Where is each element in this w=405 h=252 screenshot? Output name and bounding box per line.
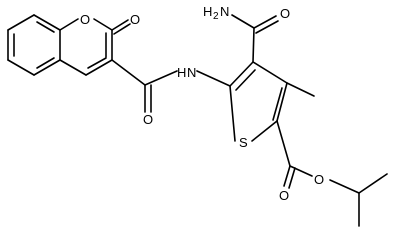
atom-labels: O O N H O H 2 N O S O O — [80, 4, 324, 203]
bond — [272, 87, 283, 121]
carbamoyl-h-subscript-label: 2 — [213, 11, 219, 22]
bond — [93, 18, 113, 31]
ester-carbonyl-oxygen-label: O — [279, 188, 289, 203]
bond — [196, 70, 231, 87]
bond — [111, 19, 129, 31]
bonds — [7, 14, 388, 227]
bond — [329, 179, 360, 194]
bond — [253, 15, 277, 29]
thiophene-sulfur-label: S — [239, 135, 248, 150]
carbamoyl-oxygen-label: O — [280, 6, 290, 21]
bond — [87, 57, 107, 69]
bond — [7, 14, 35, 31]
bond — [36, 21, 55, 33]
bond — [358, 173, 388, 194]
bond — [252, 27, 255, 63]
bond — [251, 120, 278, 142]
carbamoyl-nitrogen-label: N — [220, 4, 229, 19]
carbamoyl-h-label: H — [203, 4, 212, 19]
bond — [113, 23, 131, 35]
bond — [7, 59, 35, 76]
bond — [85, 59, 113, 76]
bond — [283, 165, 291, 187]
bond — [235, 69, 256, 91]
bond — [59, 59, 87, 76]
amide-nitrogen-label: N — [187, 65, 196, 80]
bond — [144, 70, 178, 86]
bond — [231, 14, 255, 29]
amide-carbonyl-oxygen-label: O — [143, 112, 153, 127]
bond — [36, 57, 55, 69]
ring-oxygen-label: O — [80, 12, 90, 27]
bond — [288, 167, 296, 189]
bond — [276, 120, 291, 167]
ester-oxygen-label: O — [314, 172, 324, 187]
bond — [289, 165, 313, 177]
bond — [33, 14, 61, 31]
bond — [286, 82, 315, 97]
bond — [229, 61, 254, 87]
bond — [276, 82, 288, 122]
bond — [255, 20, 279, 34]
bond — [229, 85, 236, 142]
bond — [252, 61, 288, 84]
bond — [111, 59, 146, 86]
bond — [59, 18, 79, 31]
amide-nitrogen-h-label: H — [177, 65, 186, 80]
bond — [33, 59, 61, 76]
lactone-carbonyl-oxygen-label: O — [130, 12, 140, 27]
